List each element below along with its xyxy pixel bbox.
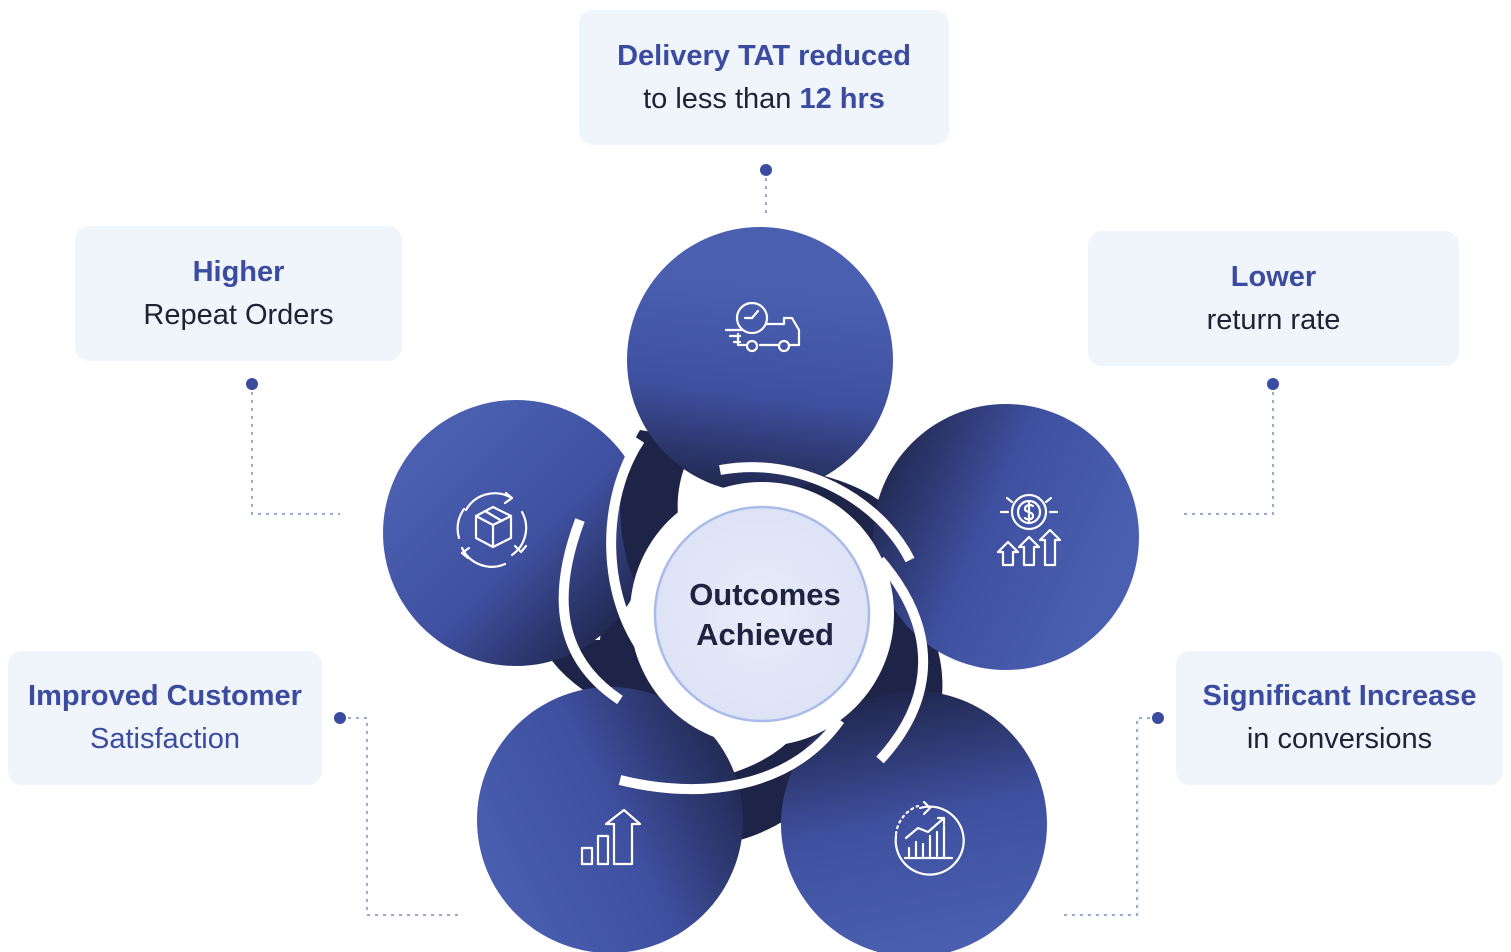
dot-returns bbox=[1267, 378, 1279, 390]
connector-dots bbox=[246, 164, 1279, 724]
outcome-repeat-title: Higher bbox=[192, 255, 285, 288]
outcome-delivery-prefix: to less than bbox=[643, 82, 800, 115]
outcome-satisfaction-subtitle: Satisfaction bbox=[90, 723, 240, 755]
outcome-conversions-box: Significant Increase in conversions bbox=[1176, 651, 1503, 785]
chart-refresh-icon bbox=[894, 800, 965, 876]
connector-satisfaction bbox=[348, 717, 462, 916]
center-circle bbox=[653, 505, 871, 723]
box-cycle-icon bbox=[456, 491, 528, 568]
outcome-returns-title: Lower bbox=[1230, 260, 1317, 293]
dot-conversions bbox=[1152, 712, 1164, 724]
outcome-repeat-subtitle: Repeat Orders bbox=[143, 298, 334, 331]
connector-returns bbox=[1183, 392, 1274, 515]
outcome-returns-box: Lower return rate bbox=[1088, 231, 1459, 366]
outcome-conversions-subtitle: in conversions bbox=[1246, 723, 1433, 755]
delivery-truck-speed-icon bbox=[724, 301, 801, 353]
center-label-line1: Outcomes bbox=[689, 577, 841, 612]
outcome-delivery-box: Delivery TAT reduced to less than 12 hrs bbox=[579, 10, 949, 145]
connector-conversions bbox=[1060, 717, 1150, 916]
outcome-delivery-title: Delivery TAT reduced bbox=[617, 39, 911, 72]
dollar-growth-icon bbox=[996, 493, 1062, 567]
outcome-conversions-title: Significant Increase bbox=[1202, 680, 1477, 712]
outcome-satisfaction-title: Improved Customer bbox=[28, 680, 302, 712]
outcome-delivery-subtitle: to less than 12 hrs bbox=[643, 78, 885, 121]
outcome-returns-subtitle: return rate bbox=[1206, 303, 1341, 336]
bar-growth-arrow-icon bbox=[580, 808, 642, 866]
dot-repeat bbox=[246, 378, 258, 390]
center-label-line2: Achieved bbox=[696, 617, 834, 652]
outcome-repeat-box: Higher Repeat Orders bbox=[75, 226, 402, 361]
dot-satisfaction bbox=[334, 712, 346, 724]
dot-delivery bbox=[760, 164, 772, 176]
center-label: Outcomes Achieved bbox=[660, 575, 870, 655]
connector-lines bbox=[251, 178, 1274, 916]
connector-repeat bbox=[251, 392, 340, 515]
outcome-delivery-highlight: 12 hrs bbox=[799, 82, 885, 115]
outcome-satisfaction-box: Improved Customer Satisfaction bbox=[8, 651, 322, 785]
